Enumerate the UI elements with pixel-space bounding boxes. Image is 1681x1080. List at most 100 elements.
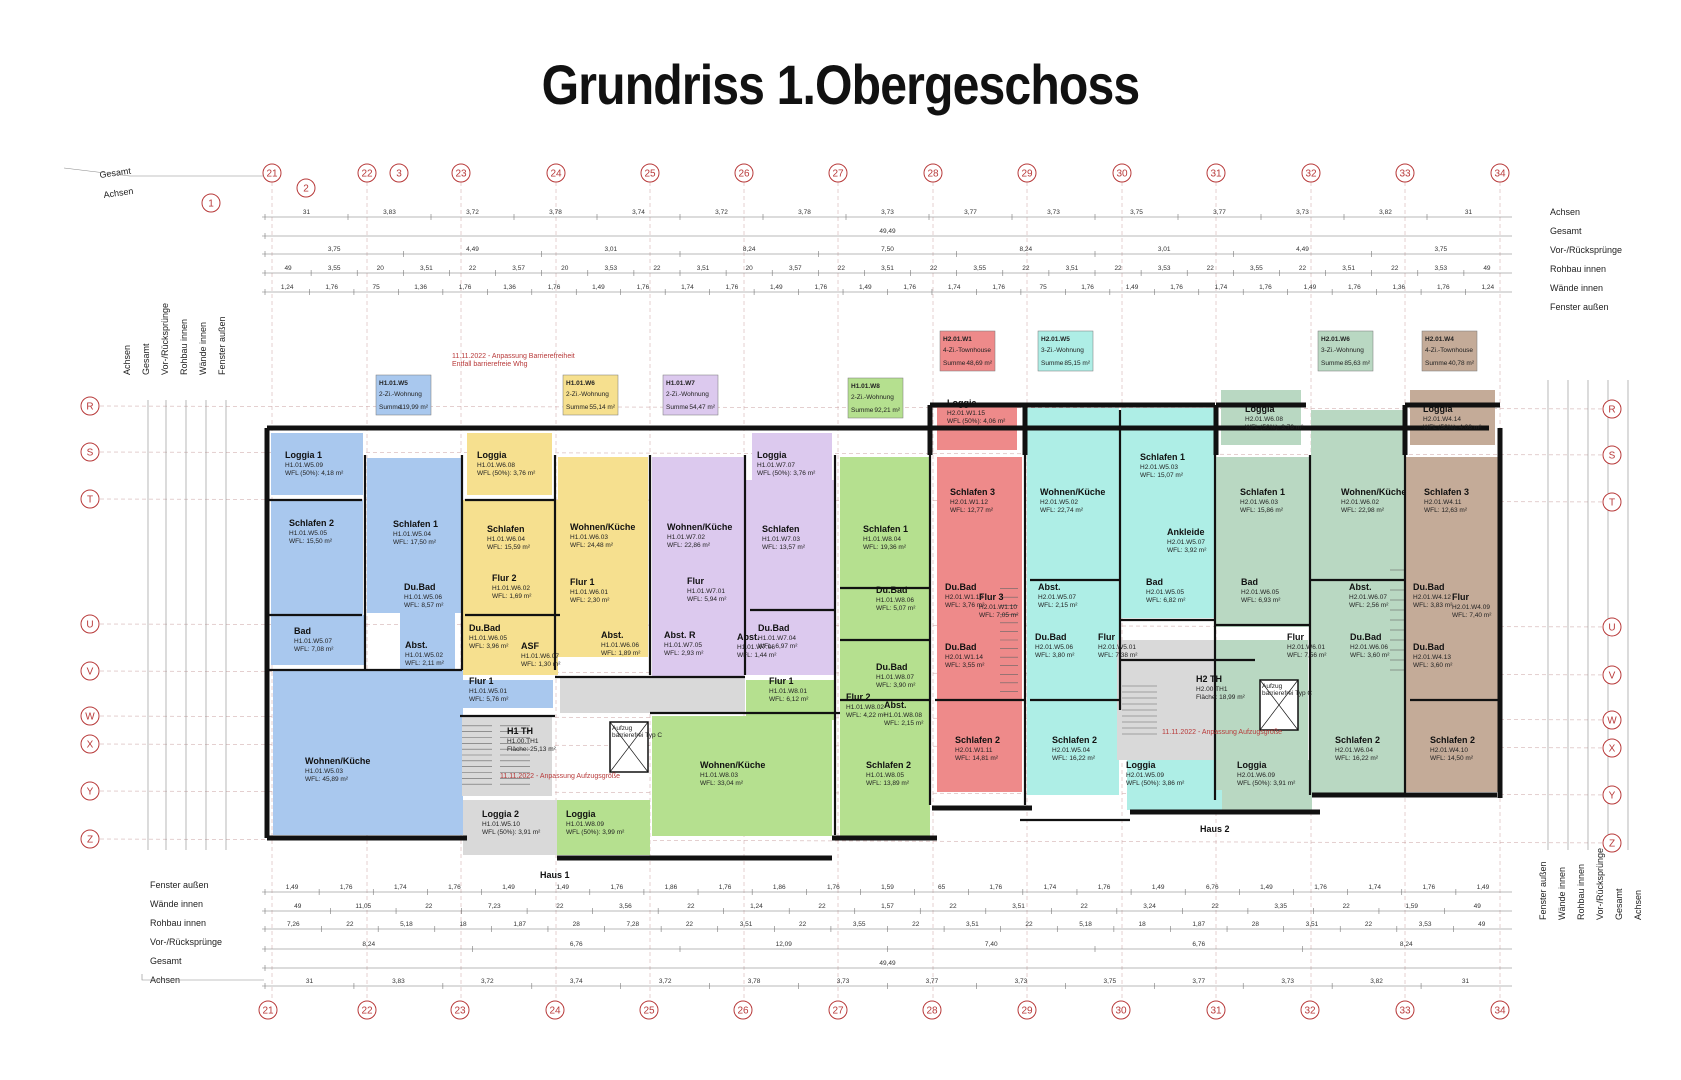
dimension-value: 49,49 bbox=[879, 960, 896, 967]
room-id: H1.01.W5.10 bbox=[482, 821, 520, 828]
apartment-sum: 54,47 m² bbox=[689, 404, 715, 411]
room-name: Du.Bad bbox=[469, 623, 501, 633]
room-id: H1.01.W5.02 bbox=[405, 652, 443, 659]
axis-circle bbox=[357, 163, 377, 183]
dimension-value: 1,49 bbox=[1260, 884, 1273, 891]
dimension-value: 1,76 bbox=[1437, 284, 1450, 291]
room-name: Du.Bad bbox=[876, 662, 908, 672]
page-title: Grundriss 1.Obergeschoss bbox=[541, 53, 1140, 116]
axis-marker-right: U bbox=[1602, 617, 1622, 637]
axis-label: X bbox=[87, 740, 94, 751]
apartment-sum: 85,63 m² bbox=[1344, 360, 1370, 367]
room-name: Wohnen/Küche bbox=[570, 522, 635, 532]
axis-circle bbox=[262, 163, 282, 183]
dimension-value: 28 bbox=[1252, 921, 1260, 928]
room-name: Du.Bad bbox=[404, 582, 436, 592]
room-area: WFL: 5,76 m² bbox=[469, 696, 509, 703]
room-name: Loggia bbox=[1245, 404, 1275, 414]
room-id: H2.01.W5.03 bbox=[1140, 464, 1178, 471]
room-name: Loggia bbox=[1126, 760, 1156, 770]
room-area: WFL: 2,30 m² bbox=[570, 597, 610, 604]
room-area: WFL: 2,56 m² bbox=[1349, 602, 1389, 609]
apartment-id: H1.01.W8 bbox=[851, 383, 880, 390]
axis-circle bbox=[1602, 833, 1622, 853]
dimension-value: 31 bbox=[306, 978, 314, 985]
room-id: H1.01.W6.01 bbox=[570, 589, 608, 596]
dimension-value: 20 bbox=[377, 265, 385, 272]
room-area: WFL (50%): 4,06 m² bbox=[1423, 424, 1482, 431]
elevator-name: Aufzug bbox=[1262, 683, 1283, 690]
dimension-value: 3,77 bbox=[926, 978, 939, 985]
room-fill-brown bbox=[1405, 457, 1500, 792]
axis-marker-right: W bbox=[1602, 710, 1622, 730]
dimension-value: 3,57 bbox=[512, 265, 525, 272]
room-fill-yellow bbox=[463, 615, 558, 675]
dimension-value: 22 bbox=[1391, 265, 1399, 272]
legend-item-vertical: Fenster außen bbox=[1538, 861, 1548, 920]
dimension-value: 1,76 bbox=[989, 884, 1002, 891]
axis-marker-top: 21 bbox=[262, 163, 282, 183]
room-fill-yellow bbox=[467, 433, 552, 495]
axis-circle bbox=[1490, 1000, 1510, 1020]
dimension-value: 1,59 bbox=[881, 884, 894, 891]
dimension-value: 22 bbox=[425, 903, 433, 910]
room-id: H2.01.W6.06 bbox=[1350, 644, 1388, 651]
axis-marker-bottom: 21 bbox=[258, 1000, 278, 1020]
room-id: H2.01.W1.13 bbox=[945, 594, 983, 601]
room-name: Flur 1 bbox=[469, 676, 494, 686]
axis-circle bbox=[1301, 163, 1321, 183]
room-fill-blue bbox=[463, 680, 553, 708]
dimension-value: 1,76 bbox=[611, 884, 624, 891]
room-area: WFL: 2,15 m² bbox=[1038, 602, 1078, 609]
axis-marker-top: 24 bbox=[546, 163, 566, 183]
axis-circle bbox=[80, 734, 100, 754]
dimension-value: 1,49 bbox=[556, 884, 569, 891]
elevator-cross bbox=[609, 721, 649, 773]
room-area: WFL: 5,07 m² bbox=[876, 605, 916, 612]
axis-label: 24 bbox=[549, 1006, 561, 1017]
axis-label: Y bbox=[1609, 791, 1616, 802]
legend-item: Fenster außen bbox=[1550, 302, 1609, 312]
axis-marker-bottom: 33 bbox=[1395, 1000, 1415, 1020]
dimension-value: 49 bbox=[1478, 921, 1486, 928]
room-name: Schlafen bbox=[762, 524, 800, 534]
axis-marker-top: 22 bbox=[357, 163, 377, 183]
dimension-value: 22 bbox=[556, 903, 564, 910]
dimension-value: 1,24 bbox=[281, 284, 294, 291]
dimension-value: 49 bbox=[1483, 265, 1491, 272]
dimension-value: 1,49 bbox=[859, 284, 872, 291]
axis-circle bbox=[1490, 163, 1510, 183]
room-area: WFL: 3,90 m² bbox=[876, 682, 916, 689]
dimension-value: 3,72 bbox=[659, 978, 672, 985]
axis-marker-top: 25 bbox=[640, 163, 660, 183]
corner-leader bbox=[63, 167, 264, 177]
dimension-value: 31 bbox=[303, 209, 311, 216]
axis-label: T bbox=[1609, 498, 1615, 509]
room-id: H1.01.W8.07 bbox=[876, 674, 914, 681]
axis-label: U bbox=[86, 620, 93, 631]
room-name: Abst. R bbox=[664, 630, 696, 640]
legend-item: Vor-/Rücksprünge bbox=[1550, 245, 1622, 255]
room-id: H1.01.W5.06 bbox=[404, 594, 442, 601]
room-id: H2.01.W1.12 bbox=[950, 499, 988, 506]
axis-label: 31 bbox=[1210, 169, 1222, 180]
room-id: H1.01.W5.03 bbox=[305, 768, 343, 775]
room-name: Loggia bbox=[757, 450, 787, 460]
room-area: WFL: 16,22 m² bbox=[1335, 755, 1379, 762]
dimension-value: 7,40 bbox=[985, 941, 998, 948]
dimension-value: 1,74 bbox=[948, 284, 961, 291]
axis-label: 33 bbox=[1399, 169, 1411, 180]
room-area: WFL: 12,77 m² bbox=[950, 507, 994, 514]
room-name: Wohnen/Küche bbox=[700, 760, 765, 770]
